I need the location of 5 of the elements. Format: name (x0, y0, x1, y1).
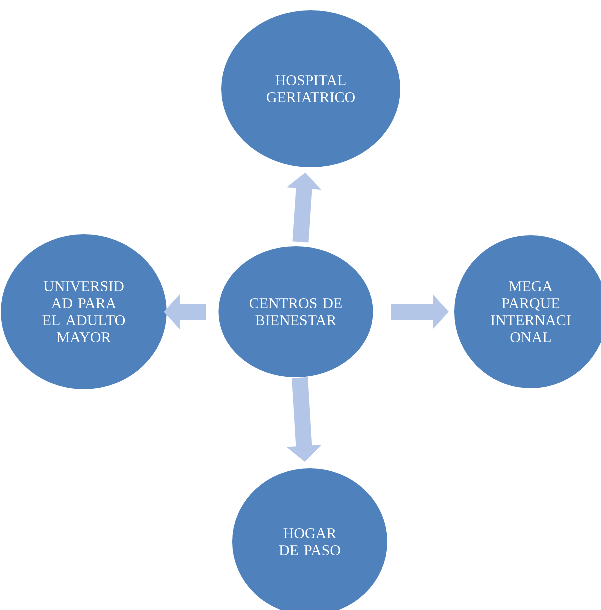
circle-node: HOGAR DE PASO (232, 468, 388, 610)
circle-node: MEGA PARQUE INTERNACI ONAL (454, 234, 601, 390)
circle-node: CENTROS DE BIENESTAR (218, 246, 374, 378)
circle-node: UNIVERSID AD PARA EL ADULTO MAYOR (0, 234, 168, 390)
circle-node: HOSPITAL GERIATRICO (220, 10, 402, 168)
